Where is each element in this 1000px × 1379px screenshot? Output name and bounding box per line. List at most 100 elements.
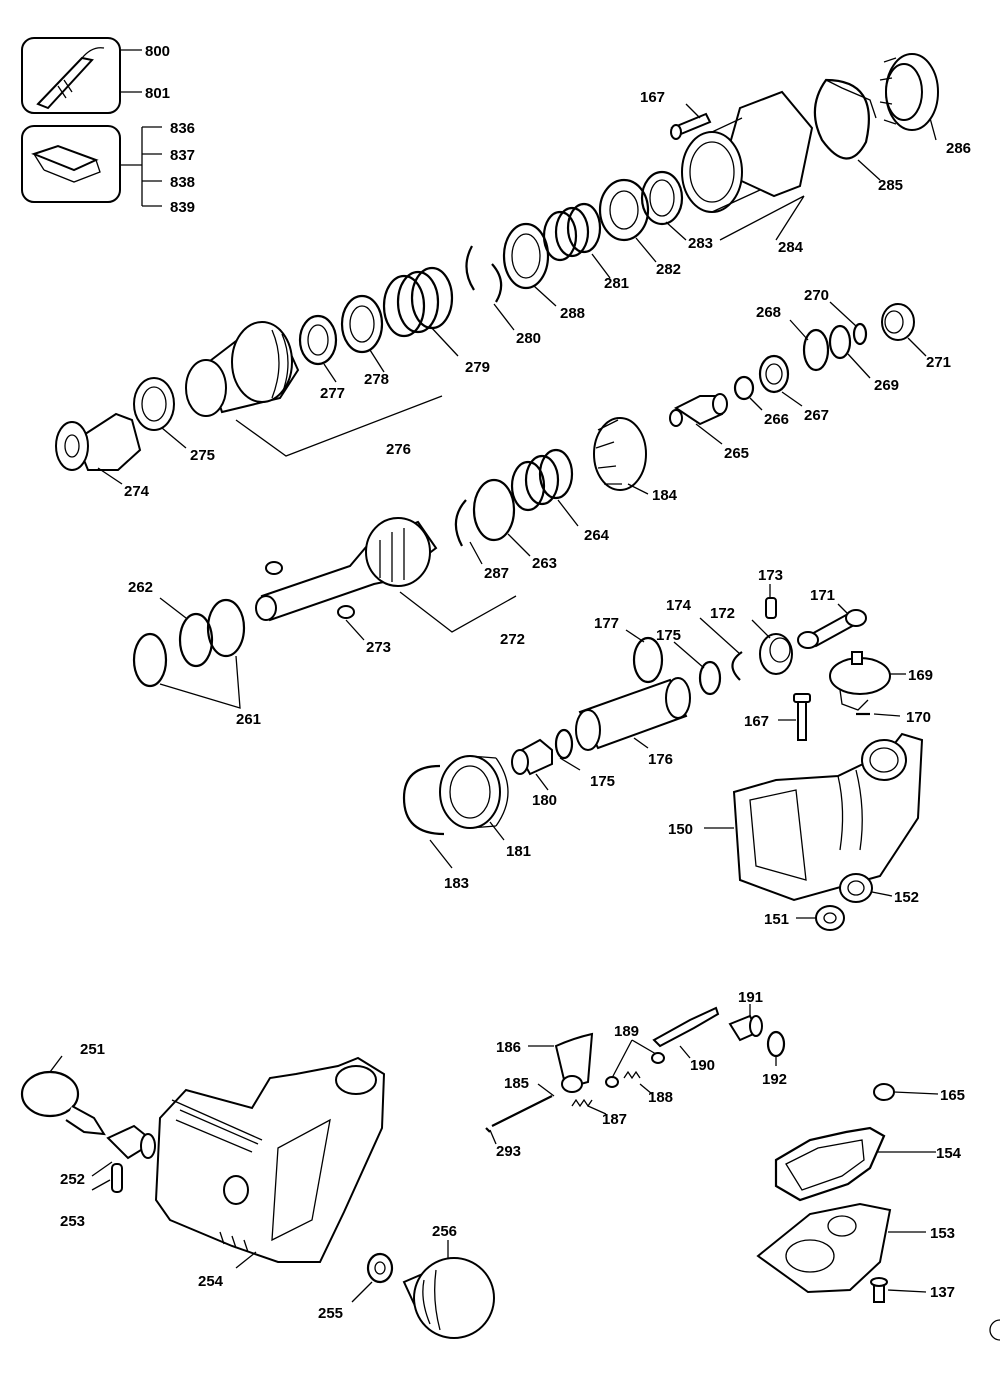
label-264: 264: [584, 527, 610, 544]
label-271: 271: [926, 354, 951, 371]
washer-267: [758, 354, 790, 394]
label-150: 150: [668, 821, 693, 838]
label-263: 263: [532, 555, 557, 572]
pin-273-b: [337, 605, 355, 619]
knob-191: [728, 1014, 763, 1042]
pin-273-a: [265, 561, 283, 575]
label-278: 278: [364, 371, 389, 388]
circlip-183: [402, 764, 445, 836]
cylinder-176: [575, 677, 691, 751]
ring-283: [640, 170, 684, 226]
label-256: 256: [432, 1223, 457, 1240]
label-281: 281: [604, 275, 629, 292]
spindle-272: [255, 517, 438, 622]
label-181: 181: [506, 843, 531, 860]
ring-192: [766, 1030, 786, 1058]
washer-288: [502, 222, 550, 290]
ring-174: [731, 651, 743, 681]
label-838: 838: [170, 174, 195, 191]
ring-263: [472, 478, 516, 542]
label-269: 269: [874, 377, 899, 394]
spring-clip-285: [813, 78, 877, 160]
pin-293: [485, 1127, 491, 1133]
label-167: 167: [640, 89, 665, 106]
ring-270: [852, 322, 868, 346]
label-175-b: 175: [590, 773, 615, 790]
label-270: 270: [804, 287, 829, 304]
bearing-151: [815, 905, 845, 931]
page-edge-mark: [989, 1319, 1000, 1341]
sleeve-276: [185, 321, 300, 417]
collar-271: [881, 303, 915, 341]
label-273: 273: [366, 639, 391, 656]
screw-167-mid: [793, 693, 811, 741]
label-268: 268: [756, 304, 781, 321]
label-283: 283: [688, 235, 713, 252]
spring-281: [542, 202, 602, 262]
label-801: 801: [145, 85, 170, 102]
label-272: 272: [500, 631, 525, 648]
label-255: 255: [318, 1305, 343, 1322]
label-276: 276: [386, 441, 411, 458]
label-180: 180: [532, 792, 557, 809]
label-185: 185: [504, 1075, 529, 1092]
label-175: 175: [656, 627, 681, 644]
label-188: 188: [648, 1089, 673, 1106]
ring-177: [632, 636, 664, 684]
ring-262: [178, 612, 214, 668]
gear-169: [829, 651, 891, 711]
piston-180: [511, 738, 553, 776]
clamp-251: [20, 1070, 106, 1136]
label-151: 151: [764, 911, 789, 928]
label-174: 174: [666, 597, 692, 614]
screw-137: [870, 1277, 888, 1303]
rings-279: [382, 266, 454, 338]
springs-264: [510, 448, 574, 512]
label-190: 190: [690, 1057, 715, 1074]
label-176: 176: [648, 751, 673, 768]
spring-188: [623, 1070, 641, 1080]
label-836: 836: [170, 120, 195, 137]
ring-287: [454, 499, 467, 547]
nut-165: [873, 1083, 895, 1101]
washer-282: [598, 178, 650, 242]
label-285: 285: [878, 177, 903, 194]
label-274: 274: [124, 483, 150, 500]
handle-254: [154, 1056, 386, 1263]
ring-175-b: [554, 728, 574, 760]
cage-184: [593, 417, 647, 491]
label-152: 152: [894, 889, 919, 906]
label-191: 191: [738, 989, 763, 1006]
label-189: 189: [614, 1023, 639, 1040]
label-251: 251: [80, 1041, 105, 1058]
label-254: 254: [198, 1273, 224, 1290]
gear-housing-284: [681, 90, 814, 213]
nose-cone-274: [55, 412, 142, 471]
spring-187: [571, 1098, 593, 1108]
label-169: 169: [908, 667, 933, 684]
label-280: 280: [516, 330, 541, 347]
ring-175-a: [698, 660, 722, 696]
label-252: 252: [60, 1171, 85, 1188]
label-293: 293: [496, 1143, 521, 1160]
label-279: 279: [465, 359, 490, 376]
bearing-152: [839, 873, 873, 903]
sleeve-181: [439, 755, 509, 829]
pin-173: [765, 597, 777, 619]
label-262: 262: [128, 579, 153, 596]
label-267: 267: [804, 407, 829, 424]
gasket-154: [774, 1126, 886, 1202]
washer-278: [340, 294, 384, 354]
label-253: 253: [60, 1213, 85, 1230]
conrod-171: [797, 609, 867, 649]
label-277: 277: [320, 385, 345, 402]
cover-153: [756, 1202, 892, 1294]
plate-190: [652, 1006, 720, 1048]
label-288: 288: [560, 305, 585, 322]
label-275: 275: [190, 447, 215, 464]
label-839: 839: [170, 199, 195, 216]
label-173: 173: [758, 567, 783, 584]
label-284: 284: [778, 239, 804, 256]
label-171: 171: [810, 587, 835, 604]
